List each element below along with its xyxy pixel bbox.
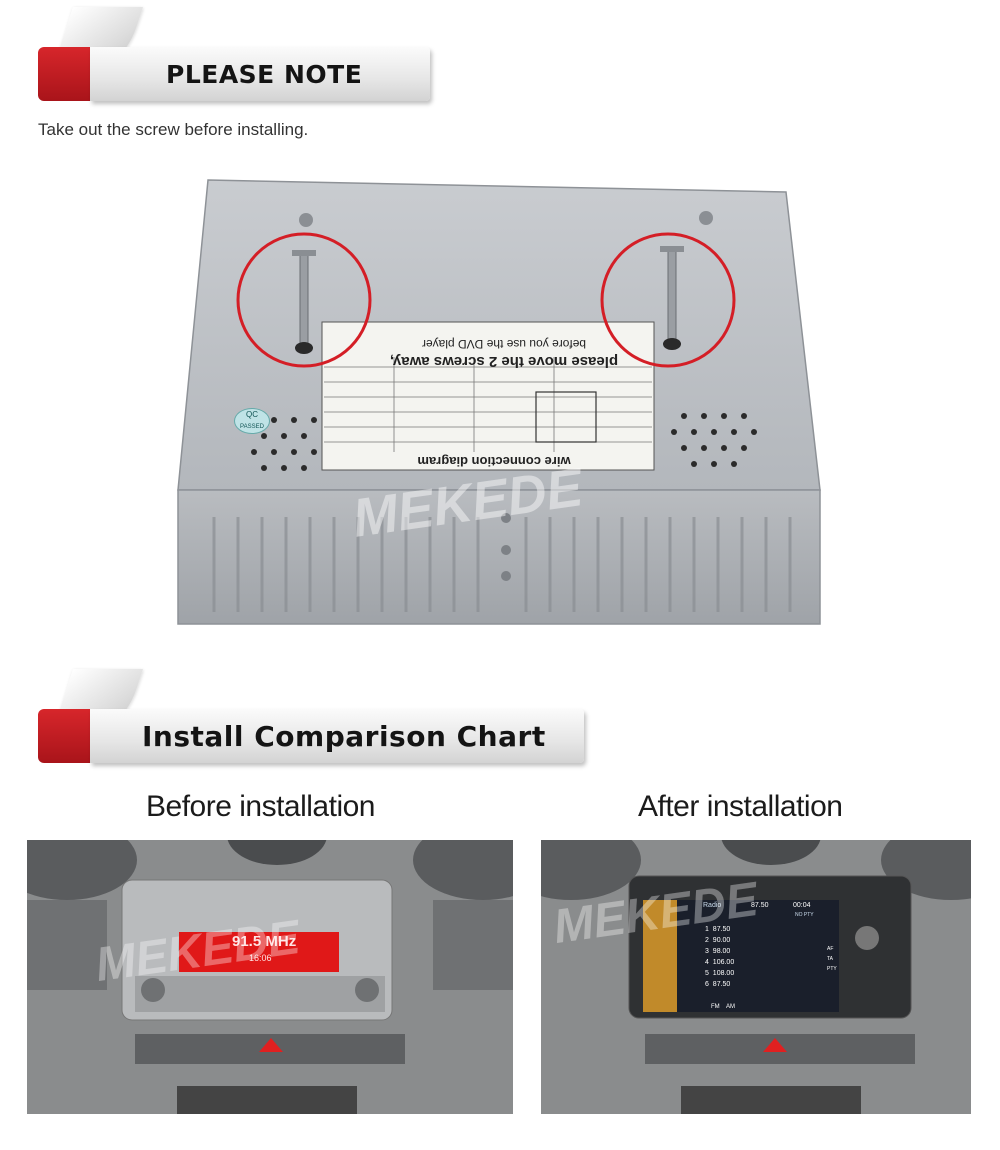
qc-badge-subtext: PASSED bbox=[240, 424, 264, 430]
side-label-pty[interactable]: PTY bbox=[827, 966, 837, 972]
preset-num: 4 bbox=[705, 959, 709, 966]
before-caption: Before installation bbox=[146, 790, 375, 823]
qc-badge: QC PASSED bbox=[234, 408, 270, 434]
preset-item[interactable]: 1 87.50 bbox=[705, 924, 734, 935]
after-frequency: 87.50 bbox=[751, 902, 769, 909]
bottom-am-button[interactable]: AM bbox=[726, 1004, 736, 1010]
after-caption: After installation bbox=[638, 790, 843, 823]
sticker-warning-subtext: before you use the DVD player bbox=[421, 337, 587, 351]
after-station-tag: NO PTY bbox=[795, 912, 814, 918]
side-label-af[interactable]: AF bbox=[827, 946, 834, 952]
side-labels: AF TA PTY bbox=[827, 944, 837, 974]
qc-badge-text: QC bbox=[246, 410, 258, 419]
sticker-warning: please move the 2 screws away, before yo… bbox=[364, 336, 644, 370]
preset-item[interactable]: 2 90.00 bbox=[705, 935, 734, 946]
preset-num: 2 bbox=[705, 937, 709, 944]
preset-freq: 98.00 bbox=[712, 948, 731, 955]
preset-num: 1 bbox=[705, 926, 709, 933]
preset-item[interactable]: 6 87.50 bbox=[705, 979, 734, 990]
preset-num: 6 bbox=[705, 981, 709, 988]
banner-plate: Install Comparison Chart bbox=[90, 709, 584, 763]
after-dashboard-illustration bbox=[541, 840, 971, 1114]
after-time: 00:04 bbox=[793, 902, 811, 909]
preset-freq: 87.50 bbox=[712, 981, 731, 988]
bottom-bar: FM AM bbox=[711, 1004, 735, 1010]
comparison-title: Install Comparison Chart bbox=[142, 719, 546, 753]
preset-list: 1 87.50 2 90.00 3 98.00 4 106.00 5 108.0… bbox=[705, 924, 734, 990]
dvd-box-photo: please move the 2 screws away, before yo… bbox=[174, 172, 830, 626]
preset-item[interactable]: 4 106.00 bbox=[705, 957, 734, 968]
preset-freq: 87.50 bbox=[712, 926, 731, 933]
preset-num: 5 bbox=[705, 970, 709, 977]
preset-freq: 106.00 bbox=[712, 959, 735, 966]
screw-instruction: Take out the screw before installing. bbox=[38, 120, 309, 139]
preset-item[interactable]: 3 98.00 bbox=[705, 946, 734, 957]
side-label-ta[interactable]: TA bbox=[827, 956, 834, 962]
before-dashboard-illustration bbox=[27, 840, 513, 1114]
preset-num: 3 bbox=[705, 948, 709, 955]
dvd-box-illustration bbox=[177, 179, 821, 625]
bottom-fm-button[interactable]: FM bbox=[711, 1004, 720, 1010]
after-radio-title: Radio bbox=[703, 902, 722, 909]
please-note-title: PLEASE NOTE bbox=[166, 59, 363, 89]
sticker-title: wire connection diagram bbox=[417, 454, 571, 469]
preset-freq: 108.00 bbox=[712, 970, 735, 977]
preset-freq: 90.00 bbox=[712, 937, 731, 944]
radio-display-text: 91.5 MHz bbox=[232, 933, 297, 950]
before-installation-photo: 91.5 MHz 16:06 MEKEDE bbox=[27, 840, 513, 1114]
comparison-banner: Install Comparison Chart bbox=[38, 669, 584, 763]
after-installation-photo: Radio 87.50 00:04 NO PTY 1 87.50 2 90.00… bbox=[541, 840, 971, 1114]
preset-item[interactable]: 5 108.00 bbox=[705, 968, 734, 979]
please-note-banner: PLEASE NOTE bbox=[38, 7, 430, 101]
radio-display-subtext: 16:06 bbox=[249, 953, 272, 963]
sticker-warning-text: please move the 2 screws away, bbox=[389, 353, 619, 370]
banner-plate: PLEASE NOTE bbox=[90, 47, 430, 101]
